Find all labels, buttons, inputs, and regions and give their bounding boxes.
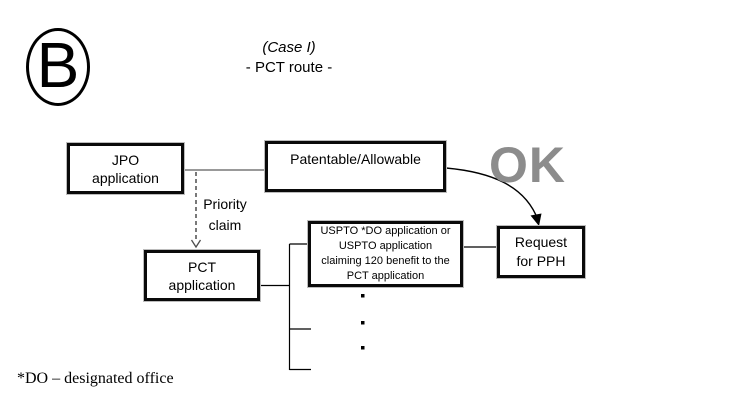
diagram-title: (Case I) - PCT route -	[214, 38, 364, 78]
node-patentable-allowable: Patentable/Allowable	[265, 141, 446, 192]
footnote-designated-office: *DO – designated office	[17, 370, 174, 387]
case-b-badge: B	[26, 28, 90, 106]
ok-annotation: OK	[489, 137, 566, 193]
pct-to-uspto-bracket	[260, 243, 311, 371]
node-request-for-pph: Request for PPH	[497, 226, 585, 278]
priority-claim-arrowhead-icon	[190, 239, 202, 249]
ok-curve-arrow	[445, 167, 539, 221]
priority-claim-label: Priority claim	[203, 196, 247, 233]
case-label: (Case I)	[262, 39, 316, 56]
ellipsis-dot	[361, 346, 365, 350]
ok-curve-arrowhead-icon	[530, 213, 542, 226]
case-b-letter: B	[36, 29, 80, 101]
ellipsis-dot	[361, 321, 365, 325]
node-pct-application: PCT application	[144, 250, 260, 301]
route-label: - PCT route -	[245, 59, 333, 76]
ellipsis-dot	[361, 294, 365, 298]
node-jpo-application: JPO application	[67, 143, 184, 194]
node-uspto-do-application: USPTO *DO application or USPTO applicati…	[308, 221, 463, 287]
